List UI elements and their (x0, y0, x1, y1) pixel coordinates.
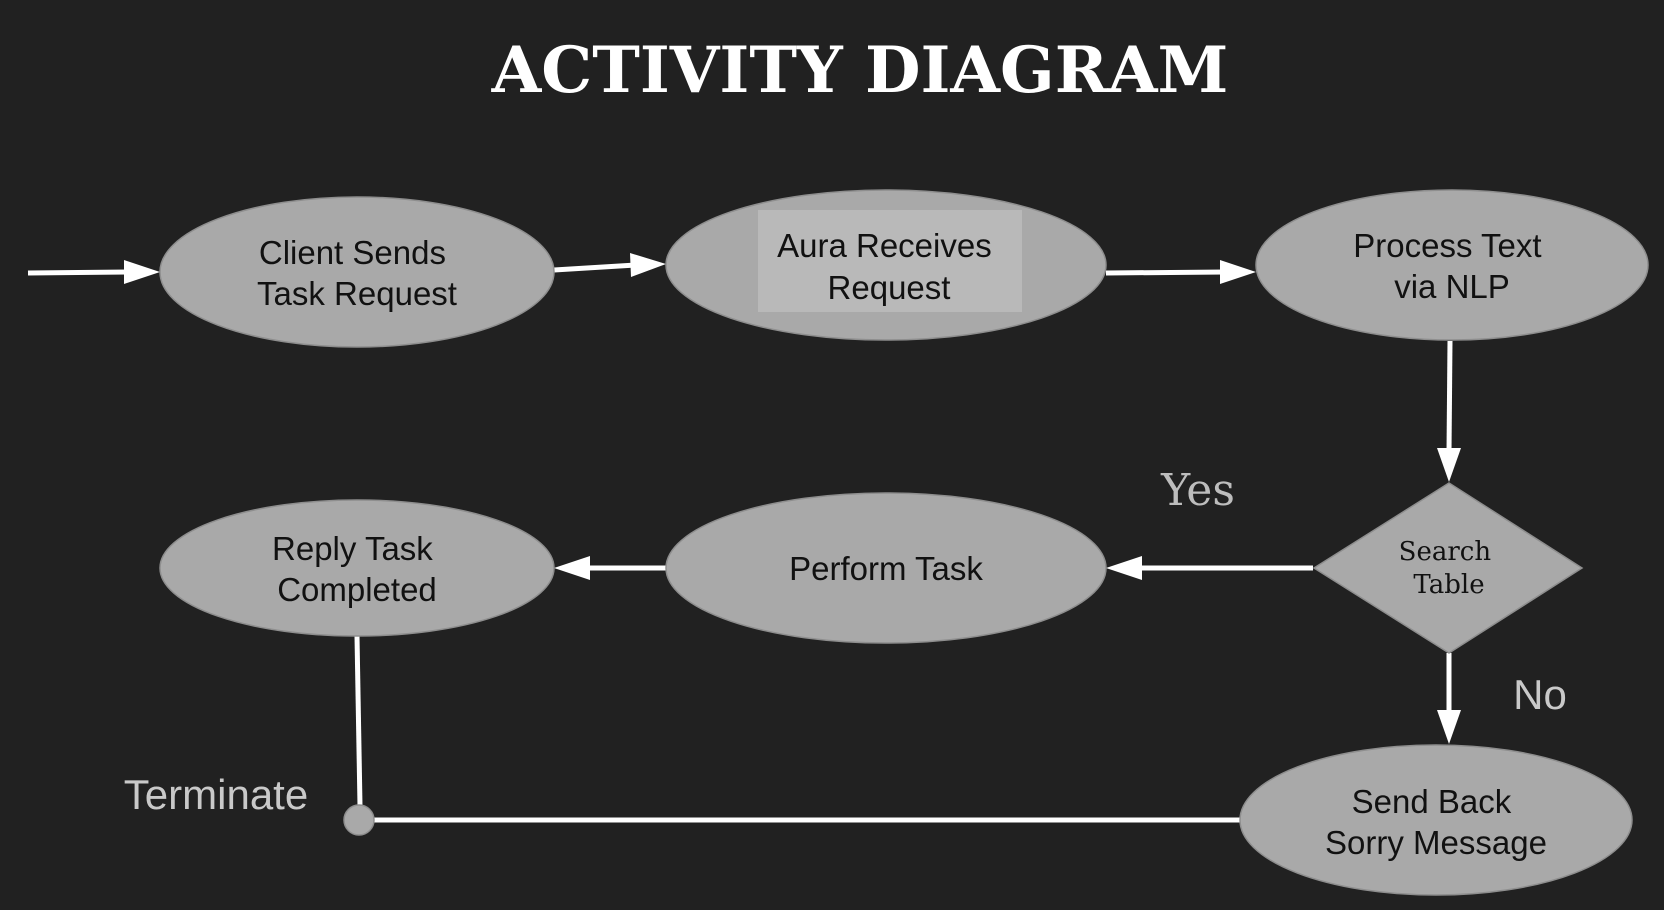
arrowhead-process-to-search (1437, 448, 1461, 482)
node-reply-task: Reply Task Completed (159, 499, 555, 637)
node-search-table-line2: Table (1413, 570, 1484, 600)
svg-text:Reply Task Completed: Reply Task Completed (272, 530, 442, 608)
diagram-title: ACTIVITY DIAGRAM (491, 33, 1229, 108)
svg-text:Perform Task: Perform Task (789, 550, 983, 587)
svg-text:Client Sends Task Reques: Client Sends Task Request (257, 234, 457, 312)
label-terminate: Terminate (124, 771, 308, 818)
label-no: No (1513, 671, 1567, 718)
edges (27, 253, 1461, 823)
node-search-table: Search Table (1312, 482, 1584, 654)
node-send-back-line1: Send Back (1352, 783, 1512, 820)
node-aura-highlight (758, 210, 1022, 312)
edge-aura-to-process (1105, 269, 1227, 276)
arrowhead-aura-to-process (1220, 260, 1256, 284)
edge-client-to-aura (553, 262, 637, 273)
label-yes: Yes (1160, 465, 1235, 516)
svg-text:Process Text via NLP: Process Text via NLP (1353, 227, 1550, 305)
node-send-back: Send Back Sorry Message (1239, 744, 1633, 896)
node-client-sends: Client Sends Task Request (159, 196, 555, 348)
node-perform-task: Perform Task (665, 492, 1107, 644)
arrowhead-perform-to-reply (554, 556, 590, 580)
edge-process-to-search (1446, 340, 1453, 453)
node-perform-task-line1: Perform Task (789, 550, 983, 587)
node-process-text-line2: via NLP (1394, 268, 1510, 305)
edge-start-to-client (27, 269, 129, 276)
node-process-text: Process Text via NLP (1255, 189, 1649, 341)
arrowhead-start-to-client (124, 260, 160, 284)
arrowhead-search-to-perform (1106, 556, 1142, 580)
node-reply-task-line1: Reply Task (272, 530, 433, 567)
node-process-text-line1: Process Text (1353, 227, 1541, 264)
node-search-table-line1: Search (1399, 537, 1492, 567)
svg-text:Search Table: Search Table (1399, 537, 1500, 600)
svg-text:Aura Receives Request: Aura Receives Request (777, 227, 1001, 306)
node-send-back-line2: Sorry Message (1325, 824, 1547, 861)
svg-text:Send Back Sorry Message: Send Back Sorry Message (1325, 783, 1547, 861)
node-aura-receives: Aura Receives Request (665, 189, 1107, 341)
arrowhead-client-to-aura (630, 253, 666, 277)
terminate-node (343, 804, 375, 836)
node-client-sends-line1: Client Sends (259, 234, 446, 271)
node-aura-receives-line1: Aura Receives (777, 227, 992, 264)
arrowhead-search-to-sendback (1437, 710, 1461, 744)
node-client-sends-line2: Task Request (257, 275, 457, 312)
node-aura-receives-line2: Request (828, 269, 951, 306)
edge-reply-to-terminate (354, 635, 363, 807)
node-reply-task-line2: Completed (277, 571, 437, 608)
